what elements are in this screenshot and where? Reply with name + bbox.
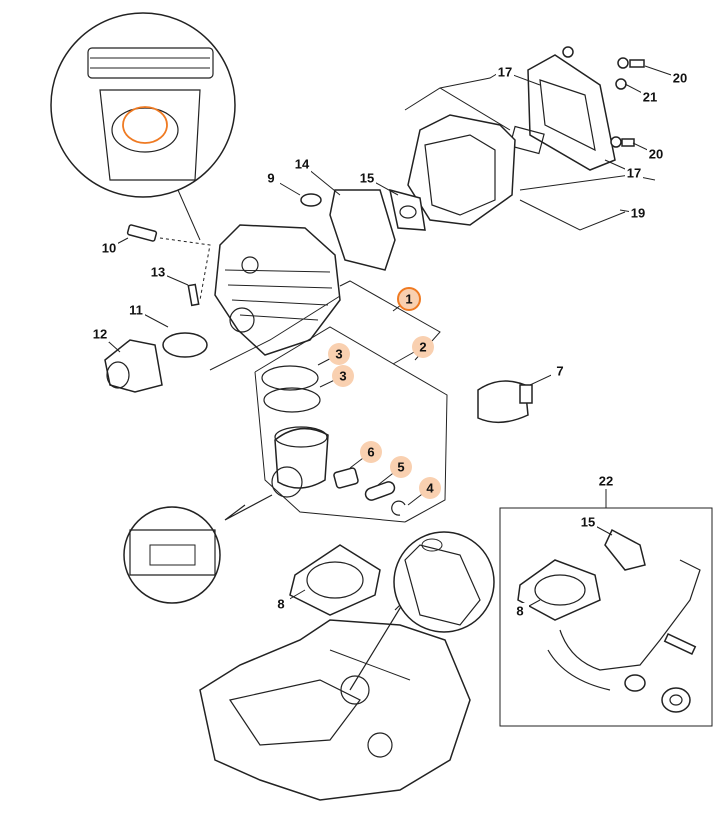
part-cylinder (214, 224, 341, 356)
callout-13[interactable]: 13 (149, 264, 189, 286)
callout-highlight (332, 365, 354, 387)
callout-number: 9 (267, 171, 274, 186)
callout-10[interactable]: 10 (100, 237, 129, 256)
callout-8[interactable]: 8 (272, 589, 306, 612)
callout-number: 7 (556, 364, 563, 379)
callout-number: 11 (129, 303, 143, 318)
callout-bg (127, 302, 145, 318)
callout-bg (629, 205, 647, 221)
kit-22-box (499, 507, 713, 727)
callout-highlight (419, 477, 441, 499)
cylinder-detail-inset (50, 12, 236, 241)
callout-9[interactable]: 9 (262, 170, 301, 196)
callout-number: 19 (631, 206, 645, 221)
callout-number: 5 (397, 460, 404, 475)
callout-highlight (397, 287, 421, 311)
callout-number: 10 (102, 241, 116, 256)
callout-17[interactable]: 17 (604, 159, 643, 181)
callout-bg (262, 170, 280, 186)
callout-number: 21 (643, 90, 657, 105)
callout-bg (625, 165, 643, 181)
callout-12[interactable]: 12 (91, 326, 121, 353)
callout-bg (641, 89, 659, 105)
callout-bg (358, 170, 376, 186)
callout-number: 15 (581, 515, 595, 530)
part-gaskets-top (300, 188, 426, 271)
callout-number: 2 (419, 340, 426, 355)
callout-number: 4 (426, 481, 434, 496)
callout-7[interactable]: 7 (529, 363, 569, 386)
callout-bg (647, 146, 665, 162)
part-piston-rings (261, 365, 321, 413)
part-crankcase (199, 619, 471, 801)
callout-number: 13 (151, 265, 165, 280)
callout-highlight (328, 343, 350, 365)
part-piston (274, 426, 406, 516)
callout-bg (496, 64, 514, 80)
callout-number: 1 (405, 292, 412, 307)
callout-bg (551, 363, 569, 379)
part-clamp (477, 380, 533, 424)
callout-bg (272, 596, 290, 612)
callout-5[interactable]: 5 (377, 456, 412, 486)
callout-15[interactable]: 15 (358, 170, 399, 196)
callout-3[interactable]: 3 (319, 365, 354, 388)
callout-4[interactable]: 4 (407, 477, 441, 506)
callout-number: 3 (339, 369, 346, 384)
callout-number: 20 (649, 147, 663, 162)
callout-3[interactable]: 3 (317, 343, 350, 366)
callout-bg (149, 264, 167, 280)
callout-20[interactable]: 20 (644, 65, 689, 86)
callout-bg (91, 326, 109, 342)
callout-bg (579, 514, 597, 530)
part-base-gasket (289, 544, 381, 616)
callout-bg (100, 240, 118, 256)
part-muffler (407, 114, 516, 226)
callout-number: 8 (277, 597, 284, 612)
callout-number: 22 (599, 474, 613, 489)
callout-highlight (412, 336, 434, 358)
callout-21[interactable]: 21 (624, 83, 659, 105)
callout-bg (671, 70, 689, 86)
callout-11[interactable]: 11 (127, 302, 169, 328)
callout-number: 17 (498, 65, 512, 80)
callout-8[interactable]: 8 (511, 599, 541, 619)
callout-bg (511, 603, 529, 619)
callout-number: 6 (367, 445, 374, 460)
piston-detail-inset (123, 466, 303, 604)
callout-number: 20 (673, 71, 687, 86)
callout-17[interactable]: 17 (496, 64, 541, 86)
callout-20[interactable]: 20 (632, 142, 665, 162)
callout-number: 8 (516, 604, 523, 619)
callout-highlight (360, 441, 382, 463)
callout-1[interactable]: 1 (392, 287, 421, 312)
callout-15[interactable]: 15 (579, 514, 613, 536)
callout-number: 17 (627, 166, 641, 181)
callout-19[interactable]: 19 (619, 205, 647, 221)
part-muffler-cover (509, 46, 645, 171)
callout-bg (293, 156, 311, 172)
callout-2[interactable]: 2 (392, 336, 434, 365)
callout-bg (597, 473, 615, 489)
part-small-left (104, 224, 211, 393)
callout-6[interactable]: 6 (349, 441, 382, 469)
callout-14[interactable]: 14 (293, 156, 341, 196)
callout-number: 12 (93, 327, 107, 342)
callout-highlight (390, 456, 412, 478)
callout-number: 15 (360, 171, 374, 186)
callout-22[interactable]: 22 (597, 473, 615, 508)
callout-number: 3 (335, 347, 342, 362)
crankcase-detail-inset (349, 531, 495, 691)
callout-number: 14 (295, 157, 310, 172)
